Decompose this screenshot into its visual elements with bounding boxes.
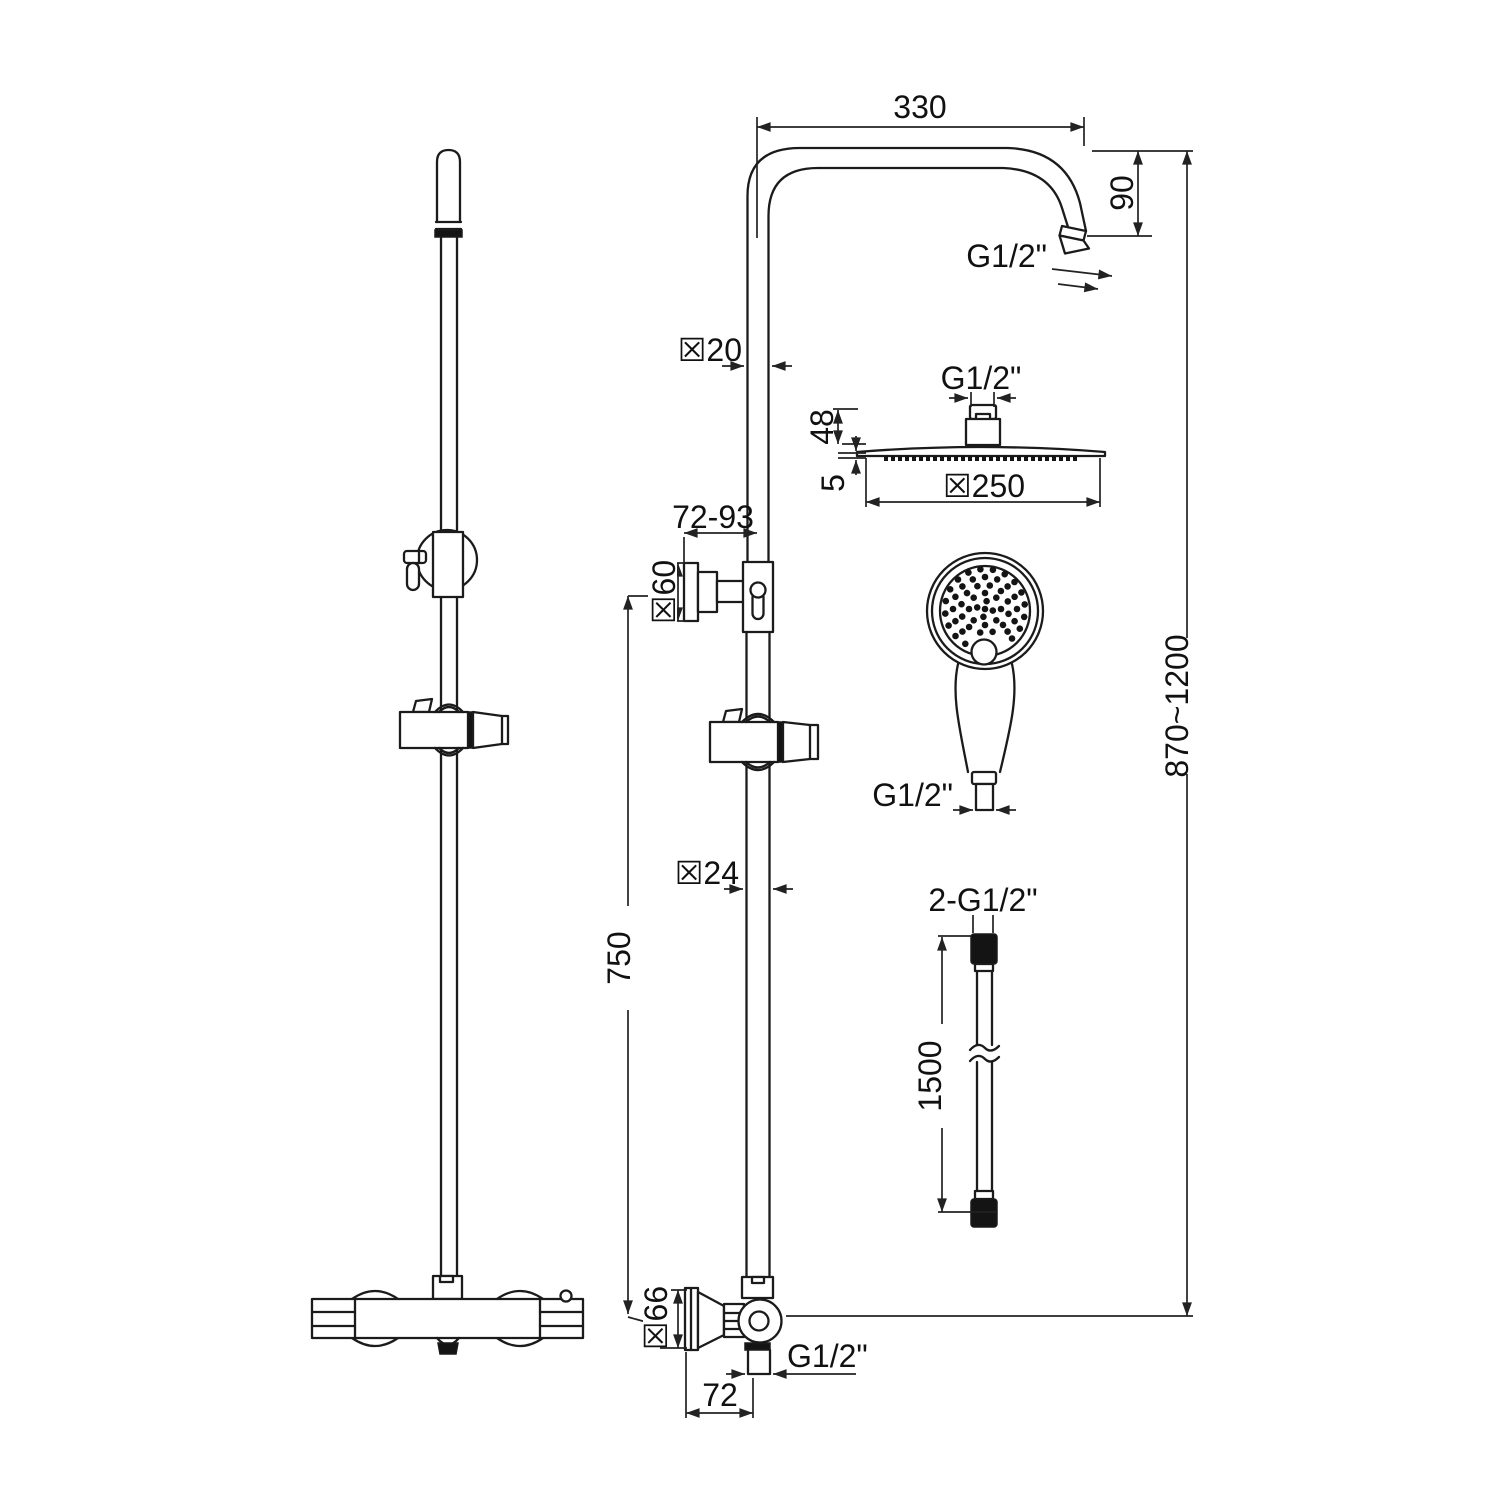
dim-head-connector-height: 48 [804, 409, 840, 445]
dim-arm-length: 330 [893, 89, 946, 125]
hand-shower-detail [925, 551, 1045, 812]
side-riser-top [435, 148, 462, 224]
dim-bracket-to-valve: 750 [601, 931, 637, 984]
side-handset-holder [398, 710, 470, 750]
dim-head-diameter: ☒250 [943, 468, 1025, 504]
front-view-shower-column [682, 146, 1091, 1376]
shower-arm [746, 146, 1088, 564]
head-nozzle-row [884, 456, 1077, 461]
dim-overall-height: 870~1200 [1159, 634, 1195, 777]
spray-nozzle-dots [942, 566, 1028, 648]
dim-bracket-flange-diameter: ☒60 [646, 560, 682, 624]
dim-hose-length: 1500 [912, 1040, 948, 1111]
side-holder-tab [411, 697, 434, 714]
dim-head-thread: G1/2" [941, 360, 1022, 396]
dim-valve-wall-offset: 72 [702, 1377, 738, 1413]
dim-valve-outlet-thread: G1/2" [787, 1338, 868, 1374]
head-plate [855, 445, 1107, 458]
hand-shower-thread [974, 782, 995, 812]
hand-shower-nut [970, 770, 998, 786]
dim-hose-threads: 2-G1/2" [928, 882, 1037, 918]
dim-head-plate-thickness: 5 [815, 474, 851, 492]
side-view-shower-column [310, 148, 585, 1355]
holder-tab [721, 707, 744, 724]
hose-bottom-connector [970, 1198, 998, 1228]
mode-button [970, 638, 998, 666]
dim-hand-shower-thread: G1/2" [872, 777, 953, 813]
handset-holder [708, 720, 780, 764]
dim-bracket-reach: 72-93 [672, 499, 754, 535]
hose-top-connector [970, 933, 998, 965]
dim-riser-upper-diameter: ☒20 [678, 332, 742, 368]
side-mixer-outlet [437, 1342, 459, 1355]
overhead-shower-detail [855, 403, 1107, 461]
dim-riser-lower-diameter: ☒24 [675, 855, 739, 891]
hand-shower-handle [954, 662, 970, 774]
dim-arm-thread: G1/2" [966, 238, 1047, 274]
valve-outlet-band [744, 1342, 771, 1351]
shower-hose-detail [968, 933, 1001, 1228]
dimensions: 330 90 G1/2" ☒20 G1/2" 48 5 ☒250 [601, 89, 1195, 1418]
side-bracket-lever [402, 549, 428, 565]
dim-arm-height: 90 [1104, 175, 1140, 211]
side-mixer-body [310, 1297, 585, 1340]
dim-valve-flange-diameter: ☒66 [638, 1286, 674, 1350]
side-bracket-slider [431, 530, 465, 599]
holder-cup [781, 720, 820, 764]
hose-break-symbol [968, 1043, 1001, 1052]
side-riser-joint-band [434, 229, 463, 238]
side-bracket-knob [405, 561, 421, 592]
head-neck [964, 417, 1002, 447]
valve-body [737, 1298, 783, 1344]
bracket-flange [682, 561, 700, 623]
side-mixer-button [559, 1289, 573, 1303]
